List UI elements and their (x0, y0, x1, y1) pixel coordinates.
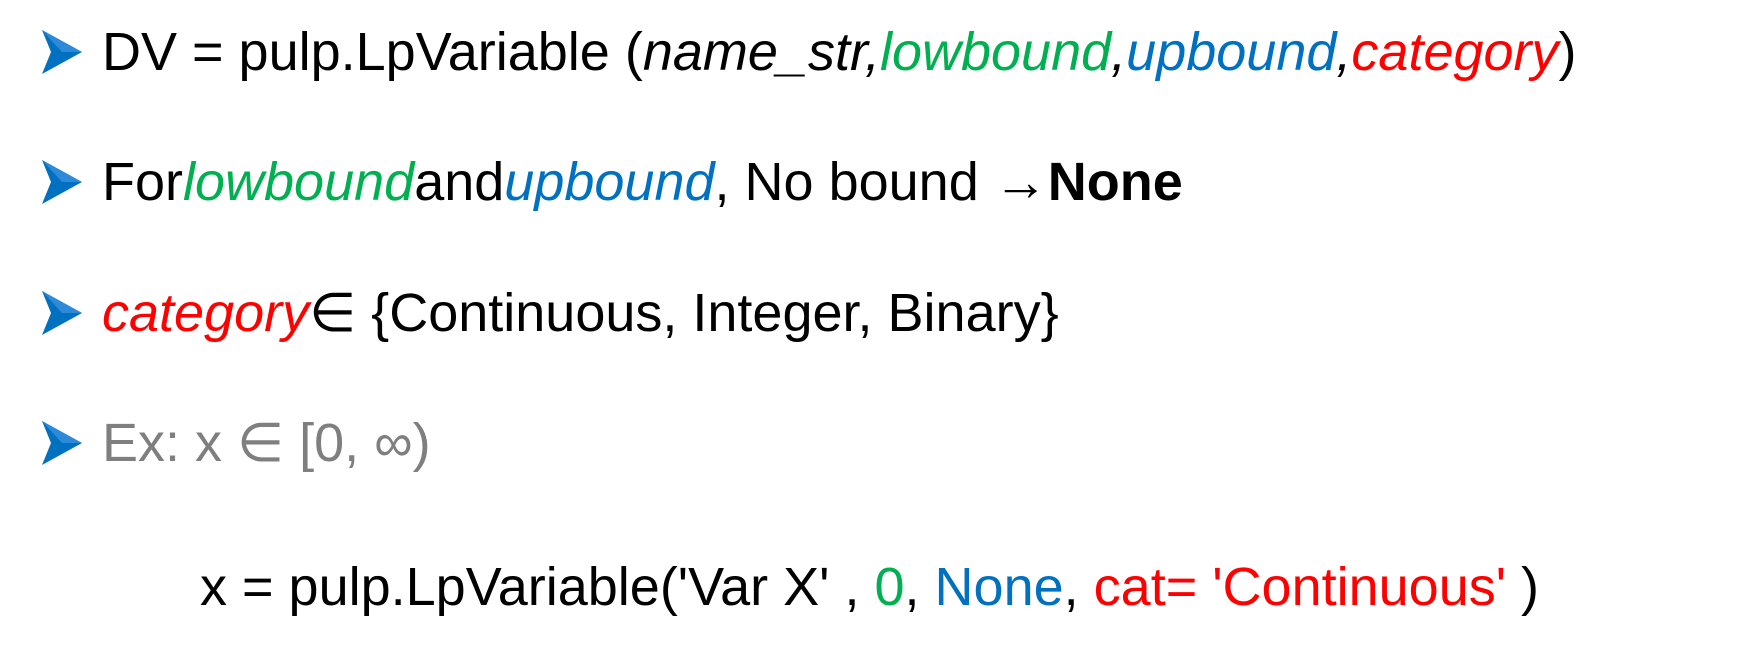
code-category-value: cat= 'Continuous' (1093, 557, 1507, 617)
bullet-category-values: category ∈ {Continuous, Integer, Binary} (40, 278, 1059, 348)
arrowhead-bullet-icon (40, 156, 84, 208)
no-bound-text: , No bound → (714, 152, 1048, 212)
comma: , (1111, 22, 1127, 82)
param-category: category (1351, 22, 1559, 82)
comma: , (1336, 22, 1352, 82)
none-keyword: None (1047, 152, 1183, 212)
bullet-example: Ex: x ∈ [0, ∞) (40, 408, 431, 478)
bounds-prefix: For (102, 152, 183, 212)
param-lowbound: lowbound (879, 22, 1112, 82)
bullet-lpvariable-signature: DV = pulp.LpVariable ( name_str, lowboun… (40, 17, 1577, 87)
and-text: and (414, 152, 505, 212)
code-prefix: x = pulp.LpVariable('Var X' , (200, 557, 875, 617)
arrowhead-bullet-icon (40, 417, 84, 469)
code-lowbound-value: 0 (874, 557, 905, 617)
code-upbound-value: None (934, 557, 1064, 617)
signature-suffix: ) (1558, 22, 1577, 82)
bullet-bounds-note: For lowbound and upbound, No bound → Non… (40, 147, 1183, 217)
signature-prefix: DV = pulp.LpVariable ( (102, 22, 643, 82)
code-suffix: ) (1506, 557, 1540, 617)
example-label: Ex: x ∈ [0, ∞) (102, 413, 431, 473)
code-comma: , (904, 557, 935, 617)
category-term: category (102, 283, 310, 343)
arrowhead-bullet-icon (40, 26, 84, 78)
category-set: ∈ {Continuous, Integer, Binary} (309, 283, 1059, 343)
arrowhead-bullet-icon (40, 287, 84, 339)
lowbound-term: lowbound (183, 152, 415, 212)
code-comma: , (1063, 557, 1094, 617)
upbound-term: upbound (504, 152, 715, 212)
param-upbound: upbound (1126, 22, 1337, 82)
example-code-line: x = pulp.LpVariable('Var X' , 0, None, c… (200, 552, 1539, 622)
param-name-str: name_str, (642, 22, 880, 82)
